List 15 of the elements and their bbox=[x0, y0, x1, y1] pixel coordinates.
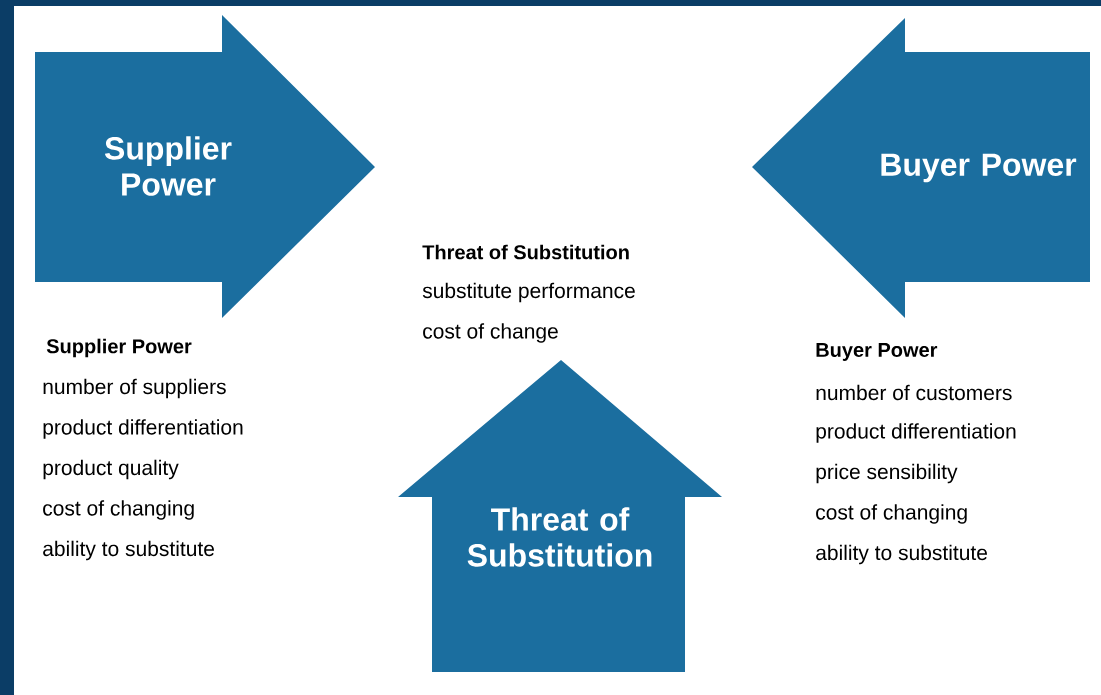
list-item: product differentiation bbox=[43, 419, 243, 439]
list-item: price sensibility bbox=[816, 463, 958, 484]
list-item: product differentiation bbox=[816, 423, 1016, 443]
list-item: ability to substitute bbox=[816, 544, 987, 565]
list-heading: Buyer Power bbox=[816, 343, 938, 361]
list-item: substitute performance bbox=[422, 282, 635, 303]
list-item: product quality bbox=[43, 459, 179, 480]
list-item: number of customers bbox=[816, 384, 1012, 401]
list-item: cost of change bbox=[423, 323, 558, 343]
list-item: number of suppliers bbox=[43, 378, 226, 399]
list-item: cost of changing bbox=[43, 500, 194, 520]
list-heading: Supplier Power bbox=[46, 338, 192, 358]
list-item: ability to substitute bbox=[43, 540, 214, 561]
list-item: cost of changing bbox=[816, 504, 967, 524]
list-heading: Threat of Substitution bbox=[422, 244, 629, 260]
